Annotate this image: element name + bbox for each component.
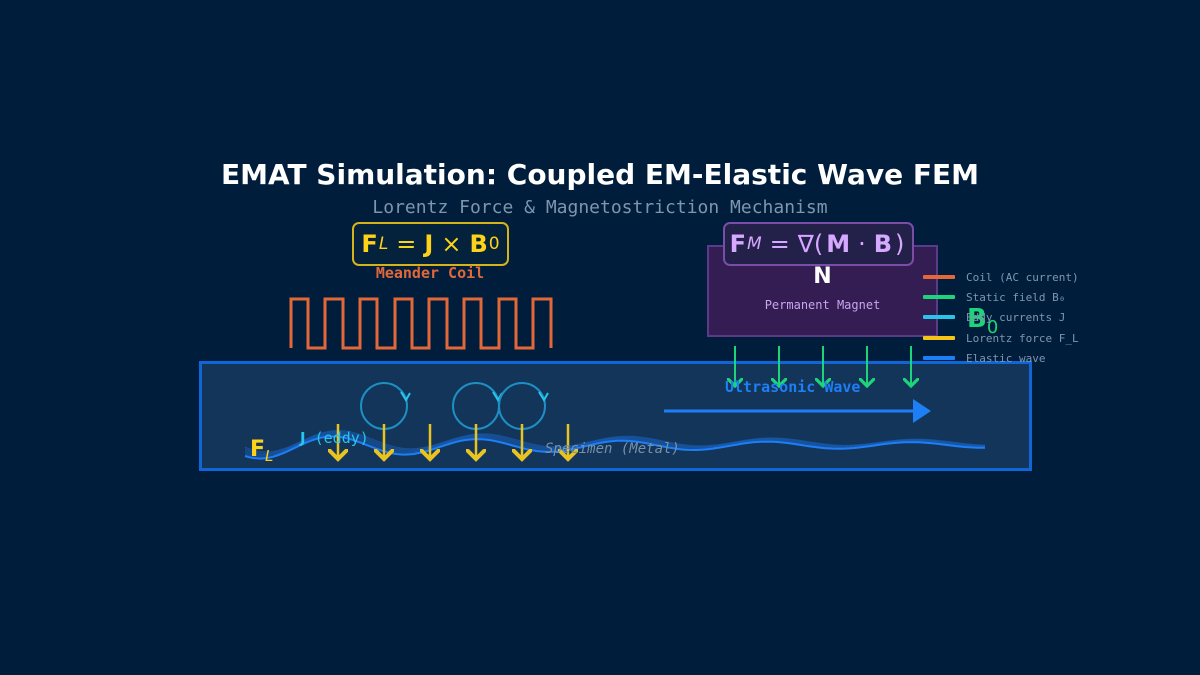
eq-lorentz-b: B (469, 230, 488, 258)
meander-coil (289, 297, 553, 350)
eq-magneto-a: M (826, 230, 851, 258)
legend-item-field: Static field B₀ (923, 290, 1065, 304)
legend-label-force: Lorentz force F_L (966, 331, 1079, 345)
ultrasonic-wave-label: Ultrasonic Wave (725, 378, 861, 396)
eq-lorentz-lhs: F (361, 230, 378, 258)
static-field-label: B0 (967, 304, 998, 338)
eq-magneto-b: B (873, 230, 893, 258)
legend-item-wave: Elastic wave (923, 351, 1045, 365)
force-symbol-sub: L (265, 447, 274, 465)
lorentz-force-arrows (338, 424, 568, 459)
eddy-symbol: J (300, 429, 306, 447)
static-field-arrows (735, 346, 911, 386)
eddy-current-loop-icon (360, 382, 411, 430)
legend-label-wave: Elastic wave (966, 351, 1046, 365)
field-symbol: B (967, 304, 987, 334)
magnet-label: Permanent Magnet (764, 298, 881, 312)
legend-item-eddy: Eddy currents J (923, 310, 1065, 324)
elastic-wave (244, 429, 986, 460)
eq-magneto-close: ) (895, 230, 905, 258)
eddy-current-loops (360, 382, 549, 430)
eq-lorentz-lhs-sub: L (378, 234, 389, 254)
eq-lorentz-cross: × (441, 230, 462, 258)
legend-swatch-field (923, 295, 955, 299)
eddy-current-loop-icon (498, 382, 549, 430)
diagram-title: EMAT Simulation: Coupled EM-Elastic Wave… (220, 158, 980, 191)
legend-label-eddy: Eddy currents J (966, 310, 1066, 324)
legend-label-field: Static field B₀ (966, 290, 1066, 304)
eddy-current-loop-icon (452, 382, 503, 430)
specimen-label: Specimen (Metal) (545, 441, 680, 457)
eq-magneto-lhs: F (729, 230, 746, 258)
wave-strand (244, 435, 985, 460)
field-symbol-sub: 0 (986, 317, 999, 338)
eq-magneto-lhs-sub: M (747, 234, 762, 254)
legend-swatch-wave (923, 356, 955, 360)
legend-item-force: Lorentz force F_L (923, 331, 1079, 345)
eq-magneto-op: = (769, 230, 790, 258)
magnet-pole-label: N (813, 264, 832, 289)
legend-swatch-force (923, 336, 955, 340)
force-symbol: F (250, 437, 266, 462)
eq-lorentz-op: = (396, 230, 417, 258)
diagram-subtitle: Lorentz Force & Magnetostriction Mechani… (372, 197, 828, 218)
eq-magneto-nabla: ∇( (797, 230, 824, 258)
eddy-current-label: J (eddy) (300, 429, 369, 447)
eddy-text: (eddy) (305, 429, 369, 447)
meander-coil-label: Meander Coil (375, 264, 485, 282)
legend-item-coil: Coil (AC current) (923, 270, 1079, 284)
legend-swatch-coil (923, 275, 955, 279)
lorentz-force-label: FL (250, 437, 273, 465)
legend-label-coil: Coil (AC current) (966, 270, 1079, 284)
eq-lorentz-b-sub: 0 (488, 234, 500, 254)
eq-magneto-dot: · (858, 230, 866, 258)
legend-swatch-eddy (923, 315, 955, 319)
eq-lorentz-a: J (424, 230, 434, 258)
